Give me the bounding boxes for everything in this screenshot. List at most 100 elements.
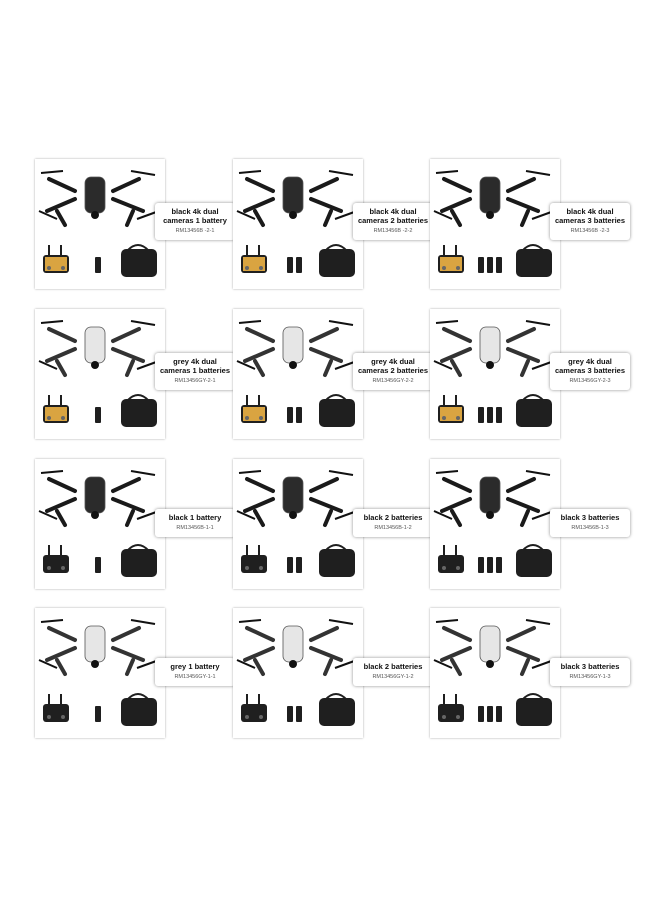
controller-icon	[438, 245, 464, 273]
product-image	[433, 619, 555, 726]
battery-icon	[95, 407, 101, 423]
carrying-bag-icon	[121, 394, 157, 427]
product-name: black 4k dual cameras 3 batteries	[554, 207, 626, 225]
battery-icon	[287, 257, 293, 273]
product-sku: RM13456GY-1-3	[569, 674, 611, 680]
product-image	[38, 170, 160, 277]
battery-icon	[287, 706, 293, 722]
carrying-bag-icon	[319, 693, 355, 726]
drone-icon	[433, 170, 555, 227]
drone-icon	[236, 320, 358, 377]
battery-icon	[296, 557, 302, 573]
product-name: grey 4k dual cameras 2 batteries	[357, 357, 429, 375]
battery-icon	[487, 407, 493, 423]
carrying-bag-icon	[319, 244, 355, 277]
carrying-bag-icon	[319, 544, 355, 577]
controller-icon	[241, 545, 267, 573]
battery-icon	[95, 557, 101, 573]
product-sku: RM13456B -2-1	[175, 228, 215, 234]
product-image	[38, 619, 160, 726]
carrying-bag-icon	[319, 394, 355, 427]
product-name: grey 4k dual cameras 1 batteries	[159, 357, 231, 375]
battery-icon	[296, 706, 302, 722]
controller-icon	[438, 694, 464, 722]
battery-icon	[296, 257, 302, 273]
carrying-bag-icon	[516, 244, 552, 277]
controller-icon	[43, 545, 69, 573]
product-image	[433, 170, 555, 277]
product-name: black 3 batteries	[560, 513, 620, 522]
drone-icon	[236, 470, 358, 527]
product-sku: RM13456GY-2-2	[372, 378, 414, 384]
controller-icon	[438, 395, 464, 423]
battery-icon	[287, 407, 293, 423]
battery-icon	[478, 706, 484, 722]
carrying-bag-icon	[121, 244, 157, 277]
product-name: grey 1 battery	[170, 662, 220, 671]
battery-icon	[496, 257, 502, 273]
controller-icon	[241, 395, 267, 423]
carrying-bag-icon	[516, 394, 552, 427]
drone-icon	[433, 470, 555, 527]
battery-icon	[496, 407, 502, 423]
product-name: black 1 battery	[168, 513, 222, 522]
drone-icon	[38, 170, 160, 227]
drone-icon	[236, 170, 358, 227]
product-image	[38, 470, 160, 577]
controller-icon	[43, 694, 69, 722]
battery-icon	[496, 706, 502, 722]
controller-icon	[43, 395, 69, 423]
controller-icon	[438, 545, 464, 573]
product-sku: RM13456GY-1-1	[174, 674, 216, 680]
battery-icon	[478, 407, 484, 423]
product-image	[38, 320, 160, 427]
product-sku: RM13456B-1-3	[571, 525, 609, 531]
product-name: black 3 batteries	[560, 662, 620, 671]
product-name: black 2 batteries	[363, 662, 423, 671]
carrying-bag-icon	[516, 693, 552, 726]
drone-icon	[236, 619, 358, 676]
controller-icon	[241, 245, 267, 273]
product-image	[433, 470, 555, 577]
product-sku: RM13456B -2-2	[373, 228, 413, 234]
battery-icon	[95, 706, 101, 722]
product-sku: RM13456GY-2-3	[569, 378, 611, 384]
battery-icon	[478, 257, 484, 273]
product-name: black 2 batteries	[363, 513, 423, 522]
controller-icon	[43, 245, 69, 273]
controller-icon	[241, 694, 267, 722]
product-sku: RM13456GY-2-1	[174, 378, 216, 384]
battery-icon	[487, 557, 493, 573]
carrying-bag-icon	[121, 544, 157, 577]
product-image	[236, 619, 358, 726]
drone-icon	[38, 470, 160, 527]
battery-icon	[296, 407, 302, 423]
battery-icon	[478, 557, 484, 573]
drone-icon	[433, 320, 555, 377]
product-sku: RM13456B -2-3	[570, 228, 610, 234]
drone-icon	[433, 619, 555, 676]
battery-icon	[287, 557, 293, 573]
